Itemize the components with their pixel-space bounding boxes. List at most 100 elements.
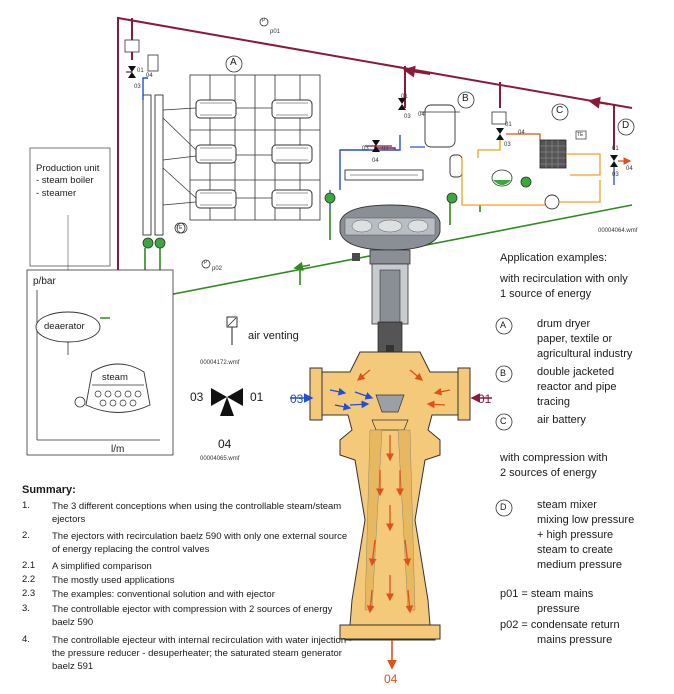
- app-a-letter: A: [500, 320, 507, 330]
- summary-item-text: The controllable ejector with compressio…: [52, 604, 333, 628]
- marker-D: D: [622, 120, 630, 131]
- p02-definition-2: mains pressure: [537, 634, 613, 646]
- valve-c-01: 01: [505, 122, 512, 128]
- ejector-actuator: [339, 204, 441, 395]
- pressure-gauges: [201, 17, 269, 269]
- valve-b-03: 03: [404, 114, 411, 120]
- production-unit-item-2: - steamer: [36, 188, 77, 199]
- applications-heading: Application examples:: [500, 252, 608, 264]
- valve-a-01: 01: [137, 68, 144, 74]
- valve-d-03: 03: [612, 172, 619, 178]
- summary-item-text: The ejectors with recirculation baelz 59…: [52, 531, 348, 555]
- recirc-heading-1: with recirculation with only: [500, 273, 628, 285]
- production-unit-item-1: - steam boiler: [36, 175, 94, 186]
- file-ref-3: 00004064.wmf: [598, 228, 638, 234]
- te-label-a: TE: [176, 225, 183, 231]
- symbol-port-04: 04: [218, 437, 232, 451]
- steam-boiler-drum: [74, 363, 151, 413]
- gauge-p02-letter: P: [204, 260, 208, 266]
- summary-item-text: The controllable ejecteur with internal …: [52, 635, 352, 672]
- valve-a-04: 04: [146, 73, 153, 79]
- compression-heading-2: 2 sources of energy: [500, 467, 597, 479]
- p01-definition-2: pressure: [537, 603, 580, 615]
- marker-C: C: [556, 105, 564, 116]
- mixer-d: [610, 155, 632, 185]
- p02-definition-1: p02 = condensate return: [500, 619, 620, 631]
- app-d-line-3: + high pressure: [537, 529, 614, 541]
- app-d-line-4: steam to create: [537, 544, 613, 556]
- app-b-letter: B: [500, 368, 507, 378]
- recirc-heading-2: 1 source of energy: [500, 288, 592, 300]
- air-venting-symbol: [226, 316, 238, 345]
- app-d-letter: D: [500, 502, 507, 512]
- valve-c-04: 04: [518, 130, 525, 136]
- valve-b2-01: 01: [382, 146, 389, 152]
- ejector-inlet-03: 03: [290, 392, 304, 406]
- valve-d-04: 04: [626, 166, 633, 172]
- summary-item-number: 2.3: [22, 588, 36, 599]
- valve-a-03: 03: [134, 84, 141, 90]
- symbol-port-01: 01: [250, 390, 264, 404]
- summary-item-text: The mostly used applications: [52, 575, 175, 586]
- app-c-line-1: air battery: [537, 414, 586, 426]
- summary-item-number: 2.2: [22, 574, 36, 585]
- file-ref-1: 00004172.wmf: [200, 360, 240, 366]
- ejector-symbol: [211, 388, 243, 416]
- symbol-port-03: 03: [190, 390, 204, 404]
- app-b-line-3: tracing: [537, 396, 571, 408]
- summary-title: Summary:: [22, 484, 76, 496]
- drum-headers: [142, 94, 164, 236]
- app-c-letter: C: [500, 416, 507, 426]
- drum-cylinders: [195, 99, 313, 209]
- p01-label: p01: [270, 29, 281, 35]
- ejector-body: [309, 351, 471, 641]
- axis-x-label: l/m: [111, 444, 125, 455]
- compression-heading-1: with compression with: [500, 452, 608, 464]
- summary-item-number: 1.: [22, 500, 30, 511]
- app-d-line-5: medium pressure: [537, 559, 622, 571]
- app-d-line-2: mixing low pressure: [537, 514, 635, 526]
- air-battery-c: [477, 111, 601, 210]
- valve-c-03: 03: [504, 142, 511, 148]
- production-unit-title: Production unit: [36, 163, 100, 174]
- steam-label: steam: [102, 372, 128, 383]
- marker-B: B: [462, 93, 469, 104]
- summary-item-text: A simplified comparison: [52, 561, 152, 572]
- deaerator-label: deaerator: [44, 321, 85, 332]
- application-markers: [495, 317, 513, 517]
- boiler-frame: [26, 269, 174, 456]
- valve-b2-04: 04: [372, 158, 379, 164]
- app-b-line-1: double jacketed: [537, 366, 615, 378]
- app-d-line-1: steam mixer: [537, 499, 597, 511]
- app-a-line-1: drum dryer: [537, 318, 591, 330]
- file-ref-2: 00004065.wmf: [200, 456, 240, 462]
- app-b-line-2: reactor and pipe: [537, 381, 617, 393]
- app-a-line-3: agricultural industry: [537, 348, 633, 360]
- p02-label: p02: [212, 266, 223, 272]
- air-venting-label: air venting: [248, 330, 299, 342]
- axis-y-label: p/bar: [33, 276, 56, 287]
- gauge-p01-letter: P: [262, 18, 266, 24]
- summary-item-number: 3.: [22, 603, 30, 614]
- summary-item-number: 2.1: [22, 560, 36, 571]
- section-markers: [225, 55, 635, 136]
- summary-item-number: 2.: [22, 530, 30, 541]
- p01-definition-1: p01 = steam mains: [500, 588, 594, 600]
- summary-item-text: The examples: conventional solution and …: [52, 589, 275, 600]
- valve-a: [124, 39, 159, 78]
- ejector-outlet-04: 04: [384, 672, 398, 686]
- app-a-line-2: paper, textile or: [537, 333, 613, 345]
- flow-arrows: [329, 369, 451, 614]
- valve-b-04: 04: [418, 112, 425, 118]
- valve-b2-03: 03: [362, 146, 369, 152]
- summary-item-number: 4.: [22, 634, 30, 645]
- production-unit-box: [29, 147, 111, 267]
- summary-item-text: The 3 different conceptions when using t…: [52, 501, 342, 525]
- ejector-inlet-01: 01: [478, 392, 492, 406]
- te-label-c: TE: [577, 132, 584, 138]
- marker-A: A: [230, 57, 237, 68]
- valve-d-01: 01: [612, 146, 619, 152]
- valve-b-01: 01: [401, 94, 408, 100]
